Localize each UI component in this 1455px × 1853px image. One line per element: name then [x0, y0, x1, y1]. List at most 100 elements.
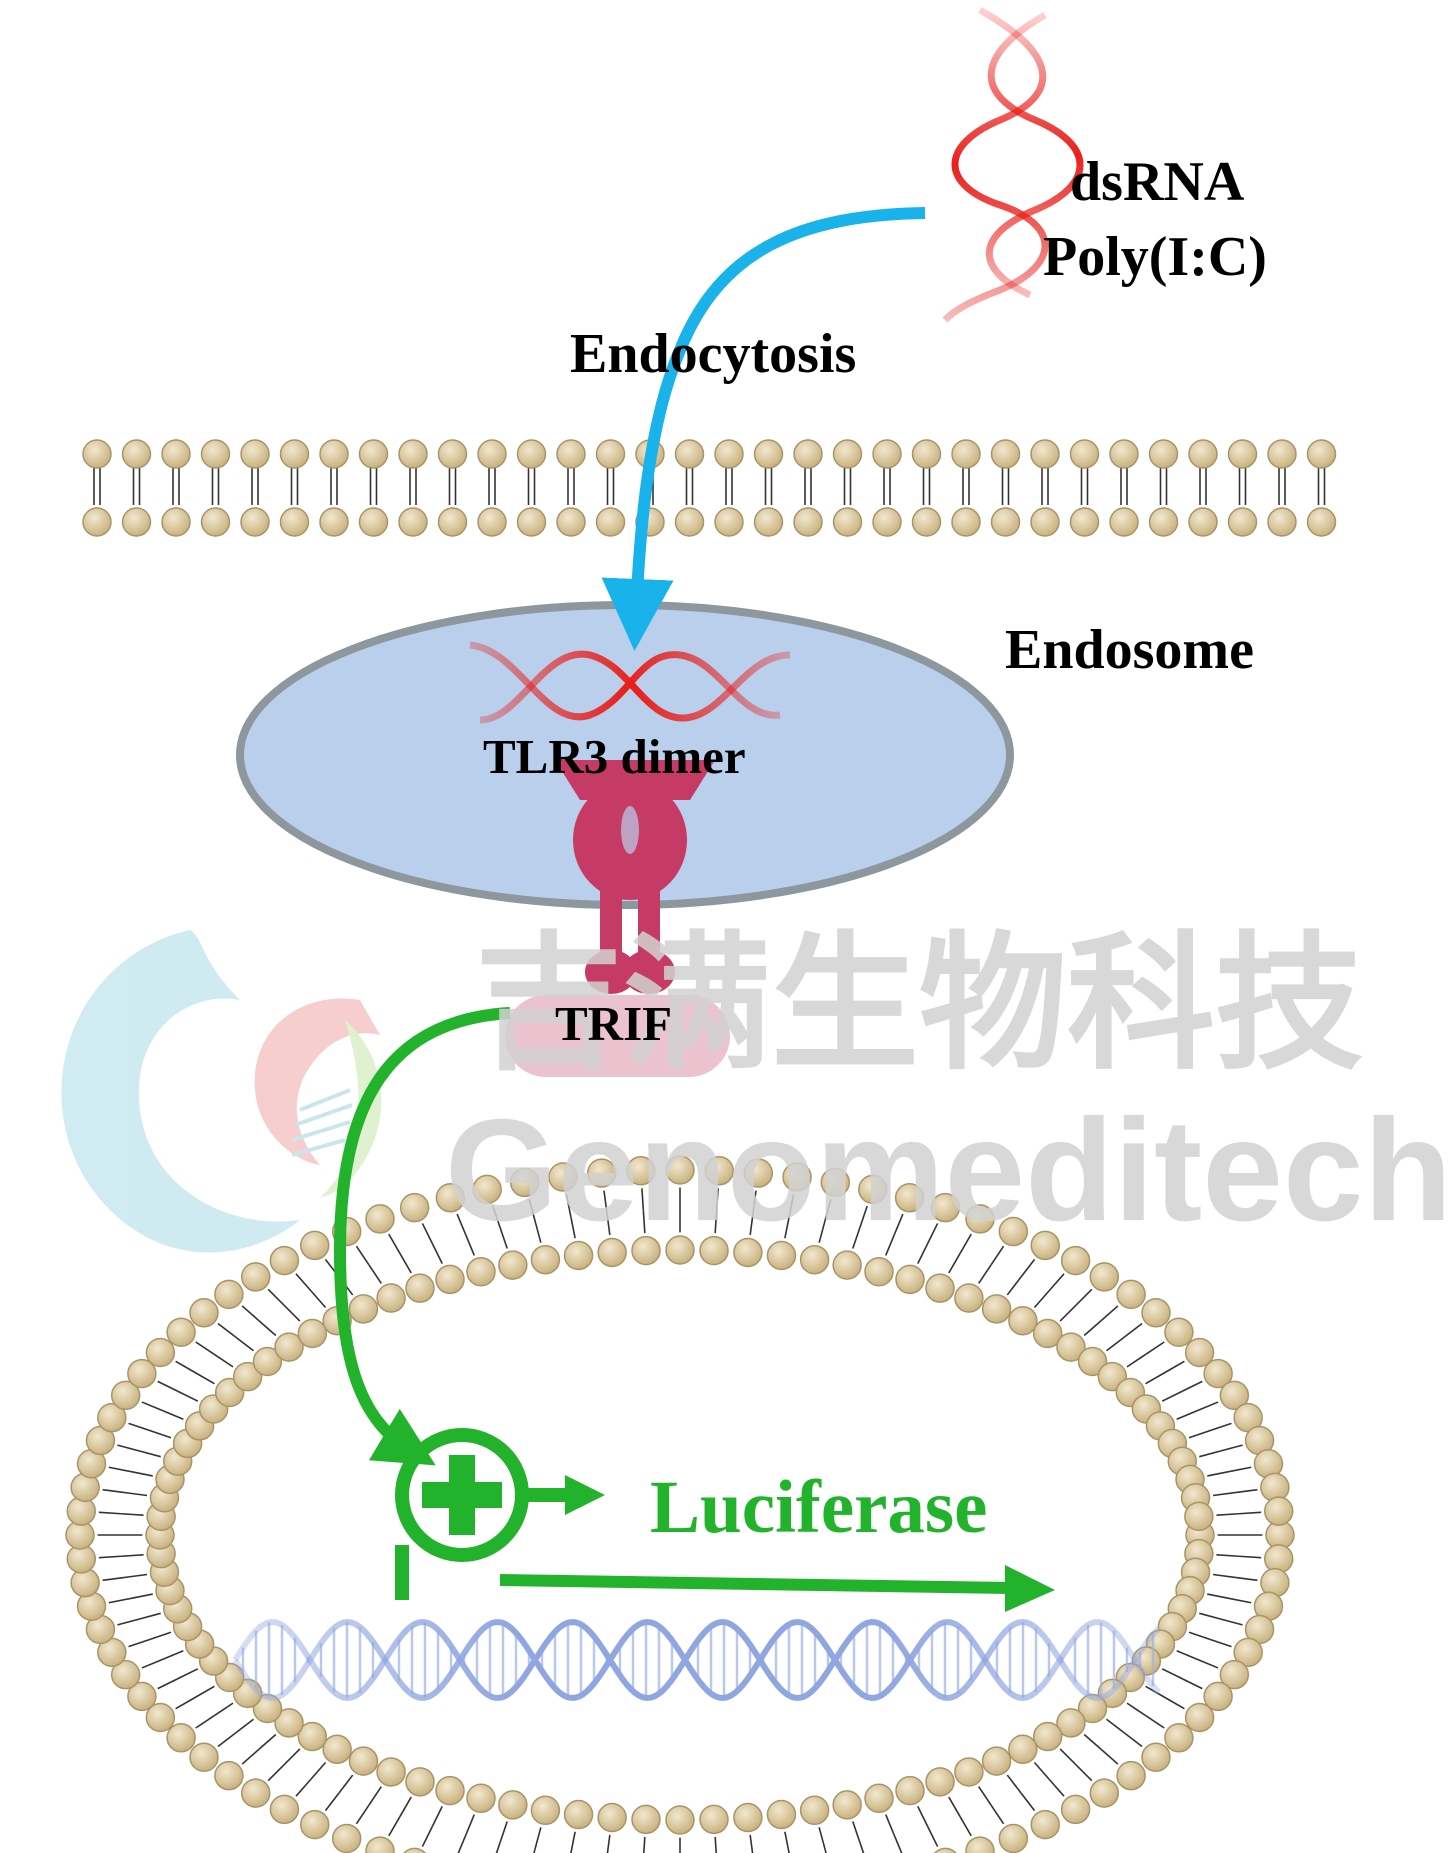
lipid-head: [189, 1742, 219, 1772]
lipid-head: [82, 507, 112, 537]
lipid-head: [472, 1174, 502, 1205]
lipid-head: [1032, 1318, 1063, 1349]
lipid-head: [1184, 1702, 1215, 1733]
lipid-head: [595, 439, 626, 469]
lipid-head: [232, 1361, 263, 1392]
lipid-head: [297, 1721, 328, 1752]
lipid-head: [674, 507, 705, 537]
lipid-head: [563, 1240, 594, 1271]
lipid-head: [981, 1294, 1012, 1324]
lipid-head: [733, 1802, 763, 1833]
lipid-head: [516, 507, 547, 537]
lipid-head: [1089, 1262, 1120, 1292]
lipid-head: [998, 1823, 1029, 1853]
plasma-membrane: [82, 439, 1337, 537]
lipid-head: [166, 1317, 196, 1347]
lipid-head: [563, 1799, 594, 1830]
lipid-head: [299, 1809, 330, 1840]
lipid-head: [121, 439, 152, 469]
lipid-head: [820, 1167, 851, 1198]
lipid-head: [200, 439, 231, 469]
lipid-head: [933, 1847, 957, 1853]
lipid-head: [930, 1192, 961, 1223]
lipid-head: [274, 1332, 304, 1362]
lipid-head: [665, 1805, 695, 1835]
lipid-head: [161, 507, 191, 537]
lipid-head: [319, 439, 349, 469]
lipid-head: [597, 1802, 627, 1833]
lipid-head: [516, 439, 547, 469]
lipid-head: [240, 439, 270, 469]
lipid-head: [1164, 1723, 1194, 1753]
trif: [505, 995, 730, 1077]
dna-helix-icon: [232, 1618, 1162, 1702]
lipid-head: [704, 1156, 734, 1186]
lipid-head: [1056, 1708, 1086, 1738]
tlr3-label: TLR3 dimer: [483, 729, 746, 784]
lipid-head: [799, 1795, 830, 1826]
nuclear-membrane: [65, 1155, 1295, 1853]
lipid-head: [1116, 1279, 1146, 1310]
lipid-head: [595, 507, 626, 537]
lipid-head: [530, 1244, 561, 1275]
lipid-head: [1164, 1317, 1194, 1347]
lipid-head: [82, 439, 112, 469]
lipid-head: [965, 1204, 995, 1234]
lipid-head: [405, 1767, 435, 1797]
lipid-head: [145, 1702, 176, 1733]
dsrna-label: dsRNA: [1070, 151, 1245, 213]
lipid-head: [954, 1283, 984, 1313]
lipid-head: [911, 439, 942, 469]
lipid-head: [437, 507, 468, 537]
lipid-head: [279, 507, 310, 537]
lipid-head: [403, 1847, 427, 1853]
lipid-head: [965, 1836, 995, 1853]
transcription-arrow: [499, 1565, 1055, 1612]
lipid-head: [322, 1734, 352, 1765]
lipid-head: [435, 1264, 465, 1295]
lipid-head: [1184, 1501, 1214, 1532]
lipid-head: [110, 1659, 141, 1690]
lipid-head: [1109, 439, 1139, 469]
lipid-head: [714, 439, 744, 469]
lipid-head: [127, 1358, 157, 1389]
lipid-head: [586, 1158, 617, 1188]
lipid-head: [166, 1723, 196, 1753]
signal-arrow: [333, 1007, 511, 1466]
lipid-head: [121, 507, 152, 537]
lipid-head: [1056, 1332, 1086, 1362]
lipid-head: [1233, 1637, 1263, 1668]
lipid-head: [858, 1174, 888, 1205]
lipid-head: [998, 1216, 1029, 1247]
lipid-head: [626, 1156, 656, 1186]
lipid-head: [894, 1183, 925, 1213]
dsrna-helix-icon: [942, 6, 1084, 323]
lipid-head: [951, 439, 981, 469]
lipid-head: [1188, 507, 1218, 537]
lipid-head: [981, 1746, 1012, 1776]
lipid-head: [872, 439, 902, 469]
lipid-head: [348, 1746, 379, 1776]
lipid-head: [398, 439, 428, 469]
lipid-head: [925, 1767, 955, 1797]
lipid-head: [269, 1245, 300, 1276]
lipid-head: [954, 1757, 984, 1787]
lipid-head: [509, 1167, 540, 1198]
lipid-head: [674, 439, 705, 469]
lipid-head: [240, 1262, 271, 1292]
lipid-head: [714, 507, 744, 537]
lipid-head: [1030, 439, 1060, 469]
lipid-head: [895, 1775, 925, 1806]
lipid-head: [665, 1155, 695, 1185]
lipid-head: [477, 507, 507, 537]
lipid-head: [405, 1273, 435, 1303]
endosome-label: Endosome: [1005, 619, 1254, 681]
tlr3-dimer-icon: [555, 760, 715, 994]
lipid-head: [145, 1337, 176, 1368]
lipid-head: [1141, 1298, 1171, 1328]
lipid-head: [530, 1795, 561, 1826]
lipid-head: [766, 1240, 797, 1271]
watermark-chinese: 吉满生物科技: [475, 922, 1363, 1087]
lipid-head: [279, 439, 310, 469]
